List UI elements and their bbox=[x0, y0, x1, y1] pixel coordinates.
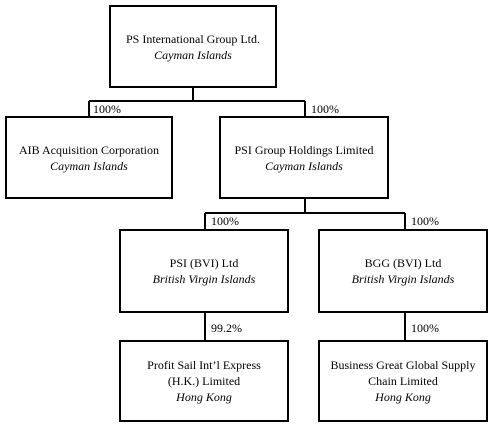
entity-name-line1: Business Great Global Supply bbox=[330, 358, 476, 372]
entity-name: BGG (BVI) Ltd bbox=[364, 256, 442, 270]
entity-jurisdiction: Cayman Islands bbox=[265, 158, 343, 173]
ownership-label-profit-sail: 99.2% bbox=[211, 321, 242, 335]
entity-aib-acquisition: AIB Acquisition Corporation Cayman Islan… bbox=[5, 116, 173, 199]
ownership-label-aib: 100% bbox=[93, 102, 121, 116]
entity-jurisdiction: Hong Kong bbox=[176, 390, 232, 404]
entity-jurisdiction: Cayman Islands bbox=[154, 47, 232, 62]
entity-jurisdiction: Cayman Islands bbox=[50, 158, 128, 173]
ownership-label-business-great: 100% bbox=[411, 321, 439, 335]
entity-jurisdiction: Hong Kong bbox=[375, 390, 431, 404]
entity-jurisdiction: British Virgin Islands bbox=[351, 272, 455, 286]
entity-ps-international: PS International Group Ltd. Cayman Islan… bbox=[109, 5, 277, 88]
entity-name-line2: (H.K.) Limited bbox=[167, 374, 241, 388]
ownership-label-bgg-bvi: 100% bbox=[411, 214, 439, 228]
entity-psi-group-holdings: PSI Group Holdings Limited Cayman Island… bbox=[219, 116, 389, 199]
entity-business-great: Business Great Global Supply Chain Limit… bbox=[318, 340, 488, 422]
entity-psi-bvi: PSI (BVI) Ltd British Virgin Islands bbox=[119, 229, 289, 313]
entity-bgg-bvi: BGG (BVI) Ltd British Virgin Islands bbox=[318, 229, 488, 313]
entity-name: PSI Group Holdings Limited bbox=[234, 142, 374, 157]
entity-name: AIB Acquisition Corporation bbox=[19, 142, 159, 157]
ownership-label-psi-group: 100% bbox=[311, 102, 339, 116]
entity-name-line2: Chain Limited bbox=[368, 374, 438, 388]
entity-profit-sail: Profit Sail Int’l Express (H.K.) Limited… bbox=[119, 340, 289, 422]
entity-name: PSI (BVI) Ltd bbox=[169, 256, 239, 270]
entity-name-line1: Profit Sail Int’l Express bbox=[147, 358, 261, 372]
entity-jurisdiction: British Virgin Islands bbox=[152, 272, 256, 286]
ownership-label-psi-bvi: 100% bbox=[211, 214, 239, 228]
entity-name: PS International Group Ltd. bbox=[126, 31, 260, 46]
